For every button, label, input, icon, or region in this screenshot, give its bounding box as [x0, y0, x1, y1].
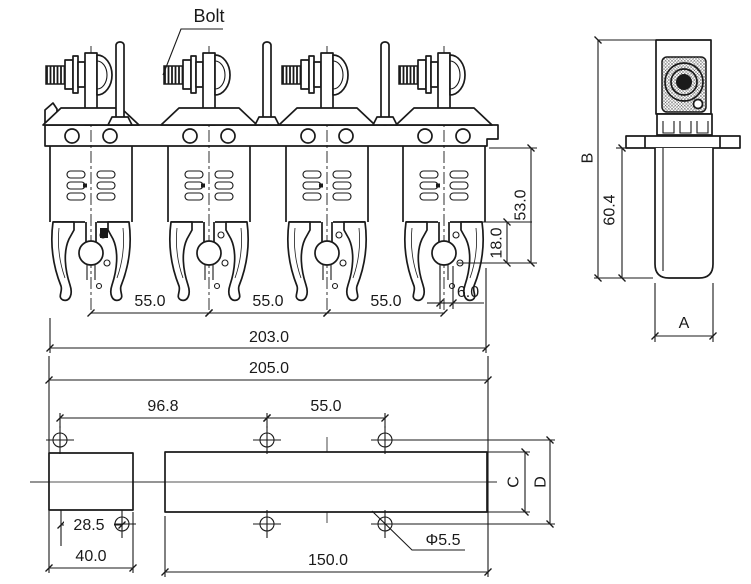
dim-text-55-3: 55.0 — [370, 293, 401, 310]
dim-text-40: 40.0 — [75, 548, 106, 565]
front-view: Bolt — [42, 6, 499, 315]
hole-bottom-middle — [252, 509, 282, 539]
dim-text-55b: 55.0 — [310, 398, 341, 415]
fuse-unit-3 — [278, 45, 376, 315]
front-view-dimensions: 53.0 18.0 6.0 55.0 55.0 55.0 203.0 205.0 — [45, 144, 537, 384]
bottom-view — [30, 356, 497, 577]
bottom-view-dimensions: 96.8 55.0 C D 28.5 40.0 150.0 Φ5.5 — [45, 398, 555, 577]
bus-bar — [44, 124, 499, 147]
dim-text-53: 53.0 — [513, 189, 530, 220]
hole-top-middle — [252, 425, 282, 455]
side-connector-band — [656, 113, 713, 136]
dim-text-D: D — [533, 476, 550, 488]
hole-top-left — [45, 425, 75, 455]
fuse-unit-4 — [395, 45, 493, 315]
terminal-circle-outer — [664, 62, 704, 102]
terminal-circle-mid — [670, 68, 698, 96]
dim-text-150: 150.0 — [308, 552, 348, 569]
dim-text-205: 205.0 — [249, 360, 289, 377]
dim-text-18: 18.0 — [489, 227, 506, 258]
dim-text-55-1: 55.0 — [134, 293, 165, 310]
clip-marking — [100, 228, 108, 238]
side-view — [625, 39, 741, 279]
pin-2 — [254, 41, 280, 126]
hole-dia-leader-line — [371, 510, 465, 551]
side-lower-body — [654, 148, 714, 279]
dim-text-285: 28.5 — [73, 517, 104, 534]
terminal-hole — [676, 74, 692, 90]
dim-text-hole-dia: Φ5.5 — [425, 532, 460, 549]
side-view-dimensions: B 60.4 A — [580, 36, 717, 342]
dim-text-mask — [64, 514, 114, 534]
bolt-label: Bolt — [193, 6, 224, 26]
left-pad-outline — [48, 452, 134, 511]
connector-notches — [662, 121, 709, 134]
dim-text-A: A — [679, 315, 690, 332]
dim-text-55-2: 55.0 — [252, 293, 283, 310]
dim-text-203: 203.0 — [249, 329, 289, 346]
small-hole — [692, 98, 704, 110]
dim-text-6: 6.0 — [457, 284, 479, 301]
hole-top-right — [370, 425, 400, 455]
fuse-unit-2 — [160, 45, 258, 315]
dim-text-968: 96.8 — [147, 398, 178, 415]
dim-text-604: 60.4 — [602, 194, 619, 225]
dim-text-C: C — [506, 476, 523, 488]
pin-3 — [372, 41, 398, 126]
side-flange — [625, 135, 741, 149]
bolt-leader-line — [162, 28, 223, 76]
dim-text-B: B — [580, 153, 597, 164]
